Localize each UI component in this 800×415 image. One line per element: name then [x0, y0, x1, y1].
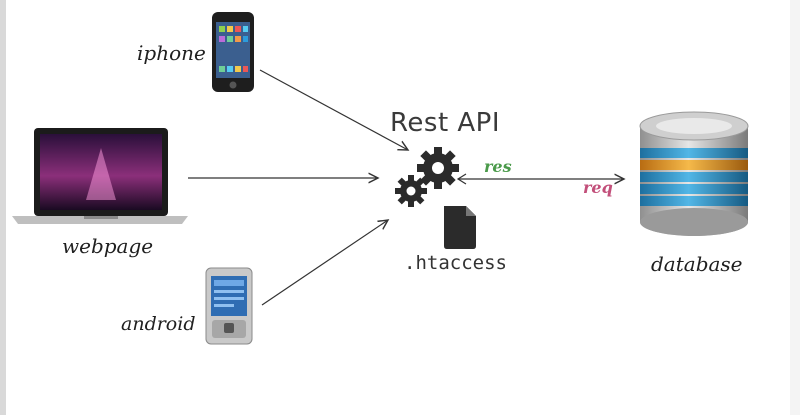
android-label: android [121, 313, 196, 335]
laptop-icon [12, 128, 188, 224]
webpage-label: webpage [62, 234, 154, 258]
database-label: database [651, 252, 743, 276]
rest-api-label: Rest API [390, 108, 501, 138]
gears-icon [395, 147, 459, 207]
iphone-label: iphone [137, 41, 206, 65]
database-icon [639, 111, 749, 236]
htaccess-label: .htaccess [404, 252, 507, 274]
req-label: req [583, 178, 613, 197]
file-icon [444, 206, 476, 249]
edges [188, 69, 624, 306]
iphone-icon [212, 12, 254, 92]
left-border [0, 0, 6, 415]
edge-iphone-rest [259, 69, 408, 150]
edge-android-rest [261, 220, 388, 306]
right-border [790, 0, 800, 415]
res-label: res [484, 157, 512, 176]
android-phone-icon [205, 267, 253, 345]
edge-database-rest-head [456, 173, 467, 185]
